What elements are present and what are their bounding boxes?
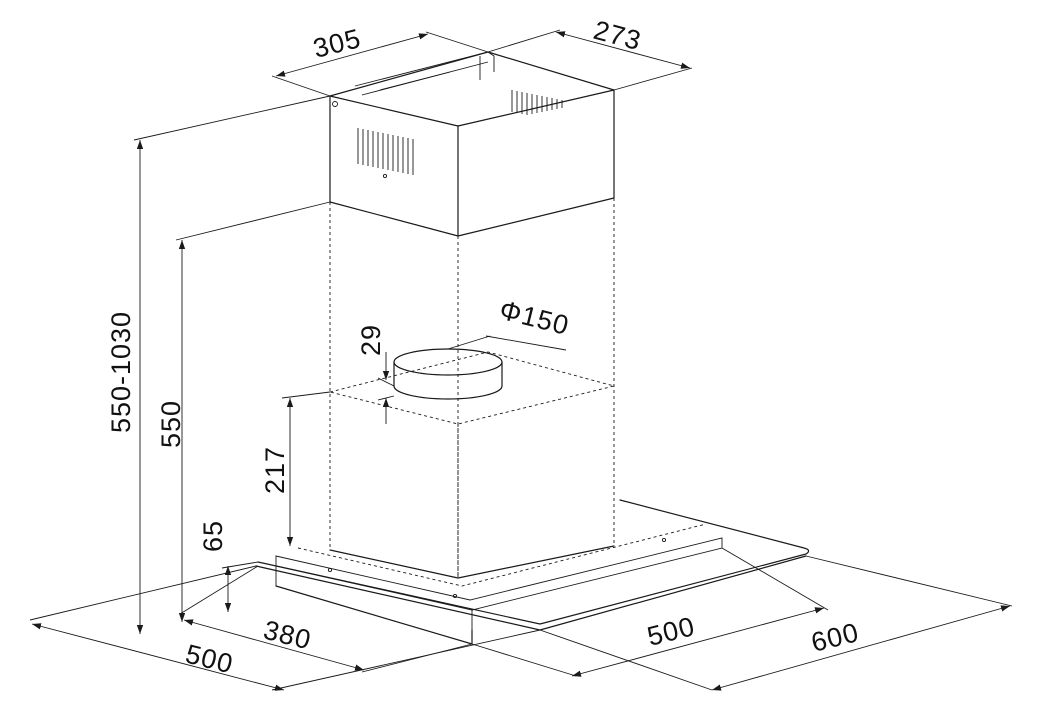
label-chimney-width: 273 (590, 15, 644, 56)
vent-slots-back (511, 90, 563, 115)
label-canopy-thickness: 65 (198, 520, 228, 552)
label-outlet-collar-height: 29 (356, 324, 386, 356)
label-lower-chimney-height: 550 (156, 400, 186, 448)
label-chimney-depth: 305 (310, 23, 364, 64)
lower-chimney (329, 198, 615, 578)
label-canopy-depth: 500 (183, 639, 237, 680)
label-total-height-range: 550-1030 (106, 311, 136, 433)
label-inner-width: 500 (644, 611, 698, 652)
label-outlet-diameter: Φ150 (497, 295, 573, 341)
label-inner-depth: 380 (261, 615, 315, 656)
label-canopy-width: 600 (808, 617, 862, 658)
dimension-labels: 305 273 550-1030 550 65 217 29 Φ150 380 … (106, 15, 862, 680)
canopy (255, 499, 810, 645)
hood-outline (255, 51, 810, 645)
dimension-lines (29, 29, 1013, 691)
upper-chimney (329, 51, 615, 237)
vent-slots-front (357, 128, 414, 175)
motor-box (329, 351, 615, 578)
outlet-collar (393, 348, 503, 400)
label-motor-box-height: 217 (260, 446, 290, 494)
